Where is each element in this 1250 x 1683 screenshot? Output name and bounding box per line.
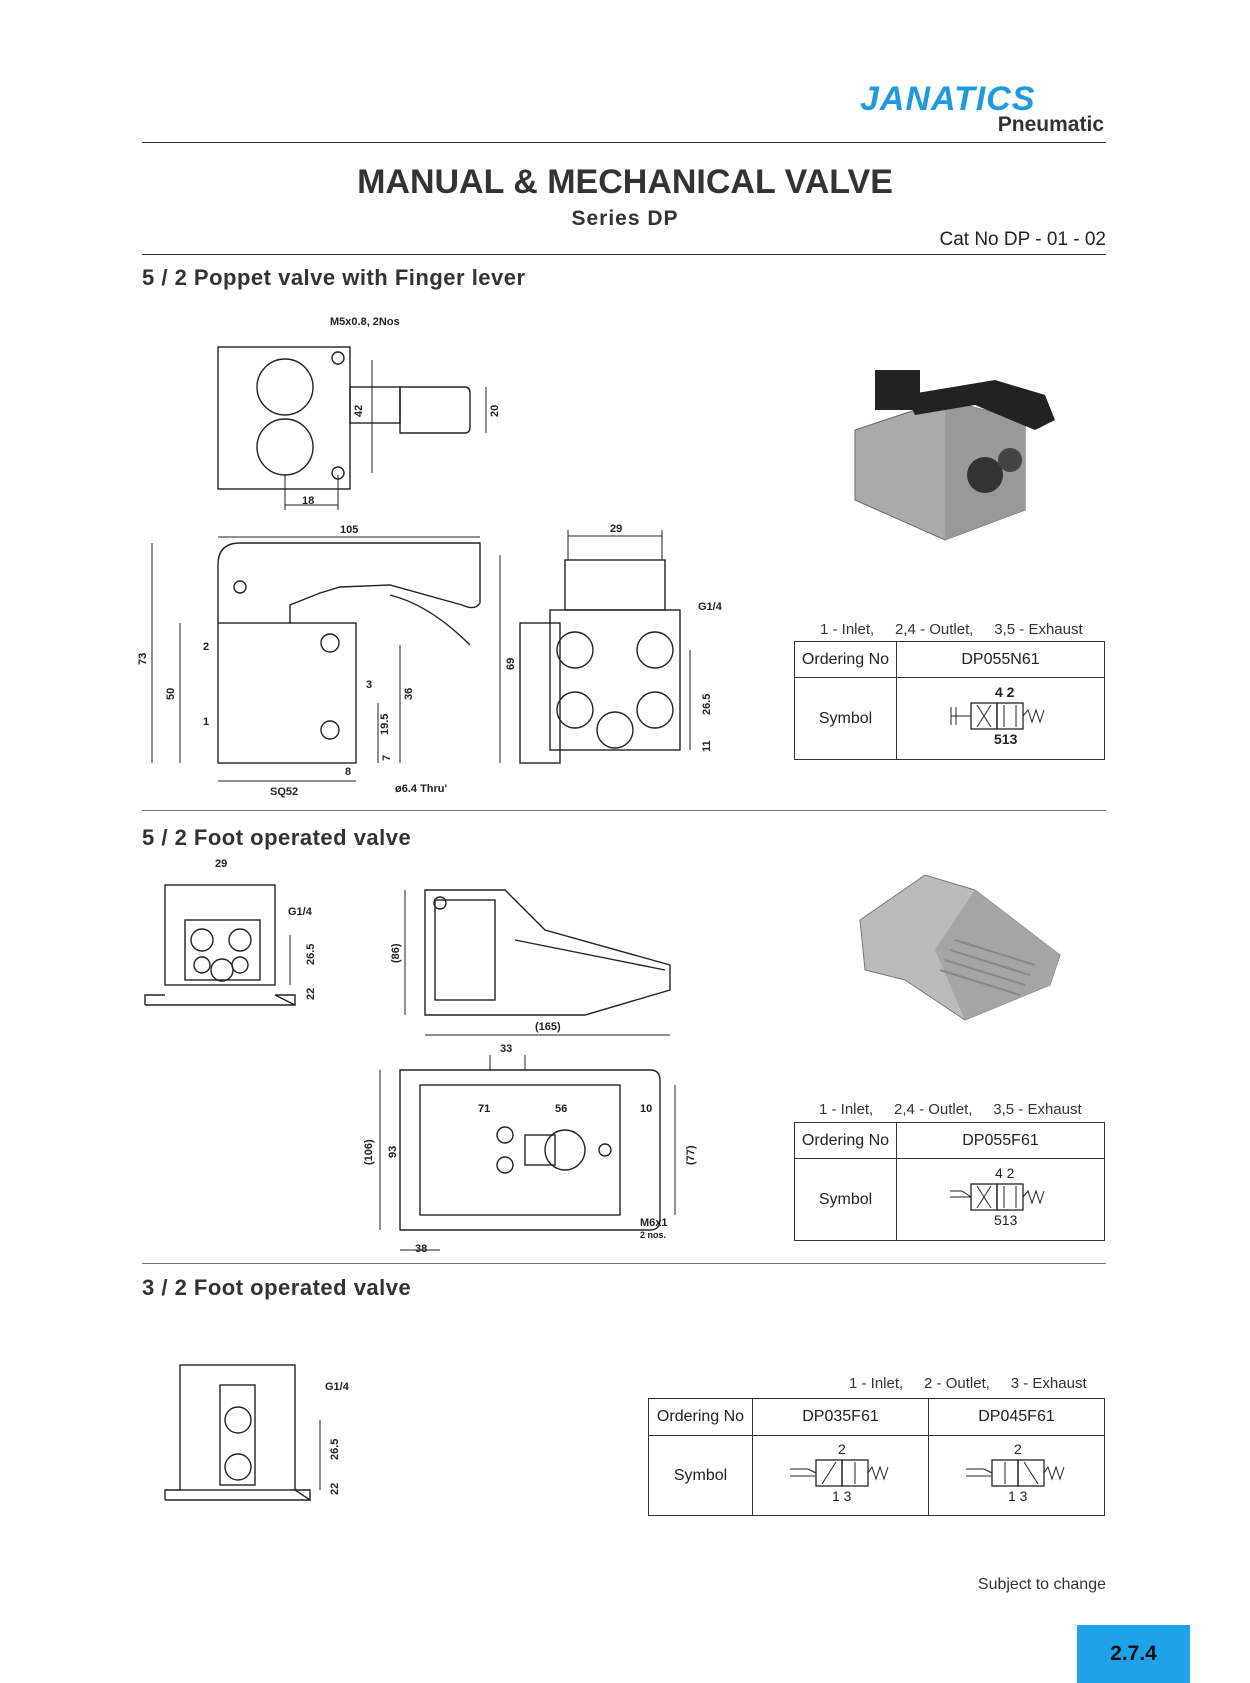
svg-text:513: 513 [994, 731, 1018, 747]
dim-38: 38 [415, 1243, 427, 1255]
catalog-number: Cat No DP - 01 - 02 [939, 229, 1106, 250]
dim-26-5: 26.5 [701, 694, 713, 715]
valve-symbol-3-2-nc: 2 1 3 [789, 1441, 888, 1504]
dim-m6: M6x1 [640, 1217, 668, 1229]
spec-table-s1: Ordering No DP055N61 Symbol 4 2 513 [794, 641, 1105, 760]
dim-29: 29 [610, 523, 622, 535]
series-label: Series DP [571, 207, 679, 230]
symbol-label: Symbol [794, 1158, 897, 1241]
section-heading-5-2-foot: 5 / 2 Foot operated valve [142, 825, 412, 850]
foot-valve-3-2-drawing: G1/4 26.5 22 [164, 1364, 350, 1502]
dim-7: 7 [381, 755, 393, 761]
dim-106: (106) [363, 1139, 375, 1165]
section-heading-3-2-foot: 3 / 2 Foot operated valve [142, 1275, 412, 1300]
valve-symbol-3-2-no: 2 1 3 [965, 1441, 1064, 1504]
valve-symbol-5-2-foot: 4 2 513 [949, 1165, 1044, 1228]
dim-56: 56 [555, 1103, 567, 1115]
dim-11: 11 [701, 740, 713, 752]
title-divider [142, 254, 1106, 255]
dim-8: 8 [345, 766, 351, 778]
dim-20: 20 [489, 405, 501, 417]
symbol-cell-2: 2 1 3 [928, 1435, 1105, 1516]
symbol-label: Symbol [794, 677, 897, 760]
dim-29: 29 [215, 858, 227, 870]
poppet-valve-side-drawing: 29 G1/4 26.5 11 [549, 523, 723, 752]
ordering-code: DP055F61 [896, 1122, 1105, 1159]
svg-text:1 3: 1 3 [1008, 1488, 1028, 1504]
dim-105: 105 [340, 524, 358, 536]
dim-77: (77) [685, 1145, 697, 1165]
spec-table-s3: Ordering No DP035F61 DP045F61 Symbol 2 1… [648, 1398, 1105, 1516]
brand-logo: JANATICS [860, 80, 1036, 118]
page-title: MANUAL & MECHANICAL VALVE [357, 163, 893, 201]
section-divider-1 [142, 810, 1106, 811]
poppet-valve-drawing: M5x0.8, 2Nos 42 20 18 105 73 50 69 36 19… [137, 316, 561, 798]
foot-valve-side-drawing: (86) (165) [390, 889, 671, 1036]
dim-42: 42 [353, 405, 365, 417]
dim-86: (86) [390, 943, 402, 963]
svg-text:4 2: 4 2 [995, 1165, 1015, 1181]
dim-22: 22 [329, 1483, 341, 1495]
legend-s1: 1 - Inlet, 2,4 - Outlet, 3,5 - Exhaust [820, 621, 1083, 638]
valve-symbol-5-2: 4 2 513 [950, 684, 1044, 747]
dim-93: 93 [387, 1146, 399, 1158]
dim-26-5: 26.5 [329, 1439, 341, 1460]
footer-note: Subject to change [977, 1576, 1106, 1593]
symbol-cell: 4 2 513 [896, 1158, 1105, 1241]
dim-18: 18 [302, 495, 314, 507]
foot-valve-photo [859, 874, 1061, 1021]
dim-g14: G1/4 [325, 1381, 350, 1393]
section-divider-2 [142, 1263, 1106, 1264]
dim-19-5: 19.5 [379, 714, 391, 735]
foot-valve-top-drawing: 33 (106) 93 71 56 10 (77) M6x1 2 nos. 38 [363, 1043, 697, 1255]
legend-s2: 1 - Inlet, 2,4 - Outlet, 3,5 - Exhaust [819, 1101, 1082, 1118]
dim-m6-nos: 2 nos. [640, 1230, 666, 1240]
poppet-valve-photo [854, 370, 1055, 541]
symbol-cell-1: 2 1 3 [752, 1435, 929, 1516]
svg-text:2: 2 [838, 1441, 846, 1457]
port-3: 3 [366, 679, 372, 691]
section-heading-poppet-finger: 5 / 2 Poppet valve with Finger lever [142, 265, 526, 290]
ordering-code: DP055N61 [896, 641, 1105, 678]
dim-10: 10 [640, 1103, 652, 1115]
ordering-label: Ordering No [794, 1122, 897, 1159]
dim-73: 73 [137, 653, 149, 665]
dim-165: (165) [535, 1021, 561, 1033]
ordering-code-1: DP035F61 [752, 1398, 929, 1436]
svg-text:2: 2 [1014, 1441, 1022, 1457]
dim-26-5: 26.5 [305, 944, 317, 965]
dim-33: 33 [500, 1043, 512, 1055]
legend-s3: 1 - Inlet, 2 - Outlet, 3 - Exhaust [849, 1375, 1087, 1392]
header-divider [142, 142, 1106, 143]
symbol-label: Symbol [648, 1435, 753, 1516]
dim-69: 69 [505, 658, 517, 670]
port-1: 1 [203, 716, 209, 728]
foot-valve-front-drawing: 29 G1/4 26.5 22 [144, 858, 317, 1007]
dim-sq52: SQ52 [270, 786, 298, 798]
brand-subtitle: Pneumatic [997, 113, 1104, 136]
dim-thru: ø6.4 Thru' [395, 783, 448, 795]
ordering-label: Ordering No [794, 641, 897, 678]
svg-text:4 2: 4 2 [995, 684, 1015, 700]
dim-m5: M5x0.8, 2Nos [330, 316, 400, 328]
dim-22: 22 [305, 988, 317, 1000]
spec-table-s2: Ordering No DP055F61 Symbol 4 2 513 [794, 1122, 1105, 1241]
symbol-cell: 4 2 513 [896, 677, 1105, 760]
dim-g14: G1/4 [698, 601, 723, 613]
dim-g14: G1/4 [288, 906, 313, 918]
page-number: 2.7.4 [1077, 1625, 1190, 1683]
svg-text:1 3: 1 3 [832, 1488, 852, 1504]
dim-71: 71 [478, 1103, 490, 1115]
ordering-label: Ordering No [648, 1398, 753, 1436]
ordering-code-2: DP045F61 [928, 1398, 1105, 1436]
port-2: 2 [203, 641, 209, 653]
dim-36: 36 [403, 688, 415, 700]
svg-text:513: 513 [994, 1212, 1018, 1228]
dim-50: 50 [165, 688, 177, 700]
